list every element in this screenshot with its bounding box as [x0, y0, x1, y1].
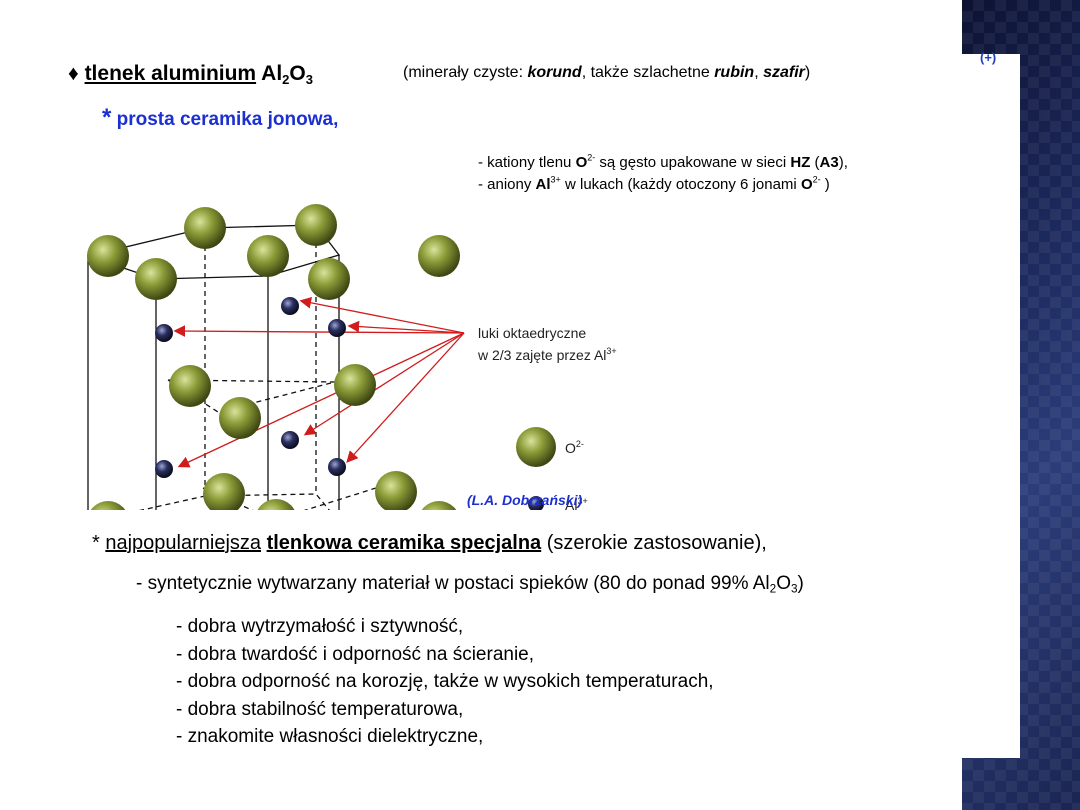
- legend-aluminium-swatch: [528, 496, 544, 510]
- diamond-bullet-icon: ♦: [68, 62, 79, 85]
- note1-oxygen: O: [575, 154, 588, 171]
- structure-notes: - kationy tlenu O2- są gęsto upakowane w…: [478, 152, 848, 196]
- minerals-note: (minerały czyste: korund, także szlachet…: [403, 64, 810, 82]
- title-sub-2: 2: [282, 71, 290, 87]
- legend-oxygen-text: O: [565, 440, 576, 456]
- title-sub-3: 3: [305, 71, 314, 87]
- minerals-comma: ,: [754, 64, 764, 81]
- mineral-korund: korund: [527, 64, 582, 81]
- list-item: - dobra wytrzymałość i sztywność,: [176, 616, 464, 637]
- line2-text: - syntetycznie wytwarzany materiał w pos…: [136, 573, 770, 594]
- legend-oxygen-sup: 2-: [576, 439, 584, 449]
- note1-paren: (: [810, 154, 820, 171]
- note2-al: Al: [535, 176, 551, 193]
- title-text: tlenek aluminium: [84, 62, 257, 85]
- legend-oxygen-swatch: [516, 427, 556, 467]
- legend-aluminium-sup: 3+: [577, 496, 587, 506]
- line2-sub-3: 3: [790, 582, 798, 596]
- note1-suffix: ),: [838, 154, 848, 171]
- note1-a3: A3: [819, 154, 839, 171]
- legend: O2- Al3+: [516, 427, 588, 510]
- list-item: - dobra odporność na korozję, także w wy…: [176, 671, 714, 692]
- note2-suffix: ): [820, 176, 830, 193]
- line2-oxygen: O: [776, 573, 791, 594]
- note1-oxygen-sup: 2-: [587, 152, 596, 163]
- main-point-u1: najpopularniejsza: [105, 532, 262, 554]
- oxygen-ions: [87, 204, 460, 510]
- mineral-rubin: rubin: [714, 64, 755, 81]
- note-line-anions: - aniony Al3+ w lukach (każdy otoczony 6…: [478, 174, 848, 196]
- title-formula-o: O: [289, 62, 306, 85]
- subtitle-text: prosta ceramika jonowa,: [116, 109, 339, 130]
- main-point-u2: tlenkowa ceramika specjalna: [266, 532, 542, 554]
- properties-list: - dobra wytrzymałość i sztywność, - dobr…: [176, 613, 714, 751]
- subtitle: * prosta ceramika jonowa,: [102, 104, 338, 132]
- star-bullet-icon: *: [102, 104, 112, 131]
- aluminium-ions: [155, 297, 346, 478]
- octahedral-label-sup: 3+: [606, 346, 616, 356]
- note2-mid: w lukach (każdy otoczony 6 jonami: [560, 176, 801, 193]
- note2-prefix: - aniony: [478, 176, 536, 193]
- minerals-suffix: ): [804, 64, 811, 81]
- octahedral-label-line1: luki oktaedryczne: [478, 325, 586, 341]
- slide-title: ♦ tlenek aluminium Al2O3: [68, 62, 313, 86]
- list-item: - dobra twardość i odporność na ścierani…: [176, 643, 535, 665]
- note1-hz: HZ: [790, 154, 811, 171]
- synthetic-material-line: - syntetycznie wytwarzany materiał w pos…: [136, 573, 804, 595]
- mineral-szafir: szafir: [763, 64, 805, 81]
- main-point-rest: (szerokie zastosowanie),: [541, 532, 767, 554]
- legend-oxygen-label: O2-: [565, 439, 584, 456]
- line2-suffix: ): [797, 573, 804, 594]
- slide: ♦ tlenek aluminium Al2O3 (minerały czyst…: [60, 50, 1020, 758]
- note1-mid: są gęsto upakowane w sieci: [595, 154, 791, 171]
- corner-mark: (+): [980, 50, 997, 65]
- minerals-mid: , także szlachetne: [581, 64, 715, 81]
- octahedral-hole-arrows: [173, 297, 465, 468]
- note2-al-sup: 3+: [550, 174, 561, 185]
- note2-oxygen: O: [800, 176, 813, 193]
- legend-aluminium-text: Al: [565, 497, 577, 510]
- crystal-structure-diagram: luki oktaedryczne w 2/3 zajęte przez Al3…: [87, 204, 617, 510]
- octahedral-label-line2: w 2/3 zajęte przez Al3+: [477, 346, 617, 363]
- title-formula: Al: [261, 62, 283, 85]
- figure-author: (L.A. Dobrzański): [467, 492, 583, 508]
- note1-prefix: - kationy tlenu: [478, 154, 576, 171]
- octahedral-label-line2-text: w 2/3 zajęte przez Al: [477, 347, 606, 363]
- legend-aluminium-label: Al3+: [565, 496, 588, 510]
- list-item: - dobra stabilność temperaturowa,: [176, 698, 464, 720]
- line2-sub-2: 2: [769, 582, 777, 596]
- note-line-cations: - kationy tlenu O2- są gęsto upakowane w…: [478, 152, 848, 174]
- main-point: * najpopularniejsza tlenkowa ceramika sp…: [92, 532, 767, 555]
- list-item: - znakomite własności dielektryczne,: [176, 726, 484, 747]
- note2-oxygen-sup: 2-: [812, 174, 821, 185]
- star-bullet-icon: *: [92, 532, 100, 554]
- minerals-prefix: (minerały czyste:: [403, 64, 528, 81]
